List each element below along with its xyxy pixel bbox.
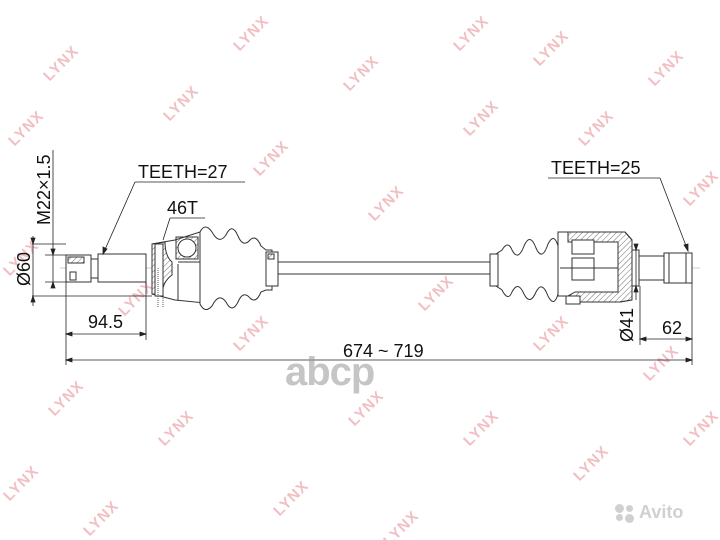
outer-boot — [199, 226, 273, 310]
abs-ring-label: 46T — [167, 198, 199, 218]
inner-boot — [489, 238, 561, 302]
outer-teeth-label: TEETH=27 — [138, 162, 228, 182]
outer-cv-joint — [151, 231, 206, 308]
avito-dots-icon — [615, 504, 637, 524]
outer-length-label: 94.5 — [88, 312, 124, 332]
inner-tripod-joint — [557, 231, 633, 305]
avito-wordmark: Avito — [639, 502, 684, 522]
total-length-label: 674 ~ 719 — [343, 341, 424, 361]
dimension-lines — [30, 150, 694, 365]
inner-diameter-label: Ø41 — [617, 307, 637, 342]
brand-watermark: abcp — [285, 350, 375, 394]
thread-label: M22×1.5 — [34, 154, 54, 225]
inner-stub — [631, 249, 693, 287]
inner-length-label: 62 — [662, 318, 683, 338]
outer-diameter-label: Ø60 — [14, 251, 34, 286]
inner-teeth-label: TEETH=25 — [551, 158, 641, 178]
outer-stub — [65, 253, 147, 283]
shaft-bar — [277, 261, 491, 275]
